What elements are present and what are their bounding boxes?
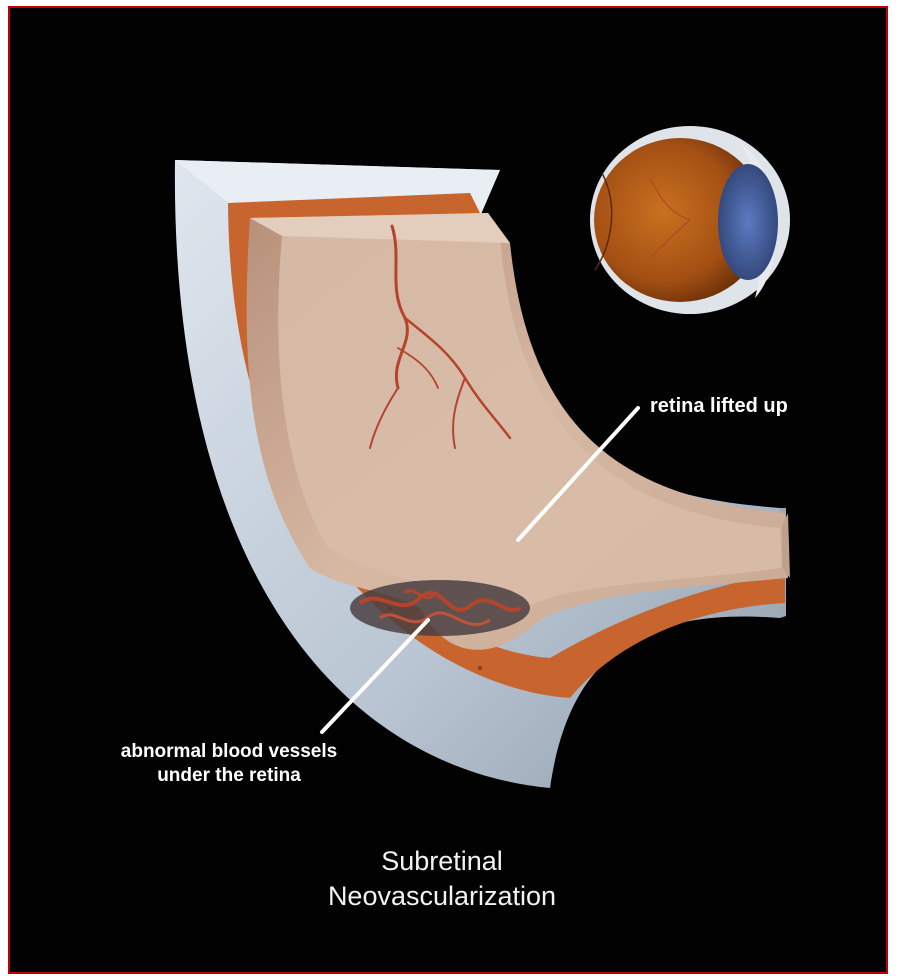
diagram-frame: retina lifted up abnormal blood vessels … bbox=[8, 6, 888, 974]
eye-globe-icon bbox=[590, 126, 790, 314]
abnormal-vessels bbox=[350, 580, 530, 636]
label-retina-lifted: retina lifted up bbox=[650, 394, 788, 420]
diagram-title-line2: Neovascularization bbox=[272, 879, 612, 914]
label-abnormal-vessels-line1: abnormal blood vessels bbox=[64, 740, 394, 764]
diagram-title-line1: Subretinal bbox=[272, 844, 612, 879]
diagram-title: Subretinal Neovascularization bbox=[272, 844, 612, 914]
label-abnormal-vessels: abnormal blood vessels under the retina bbox=[64, 740, 394, 789]
cross-section-illustration bbox=[10, 8, 886, 972]
label-abnormal-vessels-line2: under the retina bbox=[64, 764, 394, 788]
